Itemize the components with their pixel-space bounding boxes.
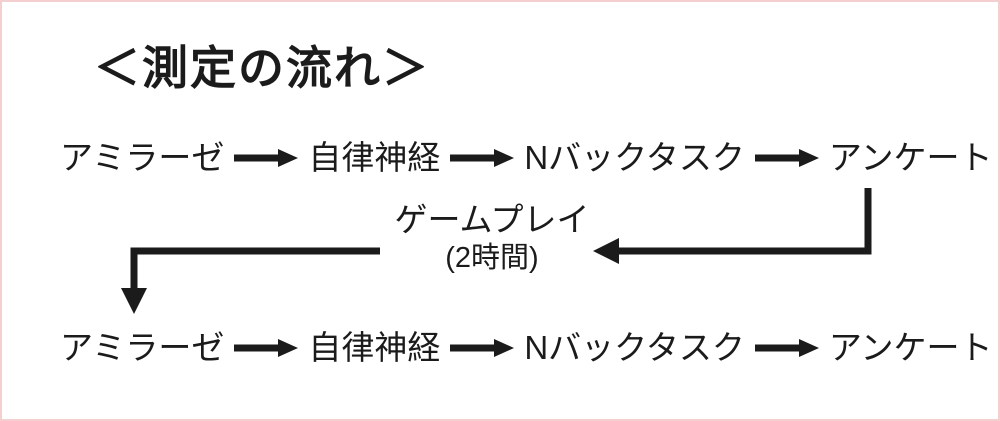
flow-step-autonomic-nerve: 自律神経 (308, 329, 441, 366)
diagram-title: ＜測定の流れ＞ (94, 42, 430, 94)
arrow-right-icon (754, 149, 819, 167)
flow-step-amylase: アミラーゼ (60, 139, 225, 176)
gameplay-duration: (2時間) (445, 242, 539, 274)
gameplay-label: ゲームプレイ (394, 201, 590, 238)
top-flow-row: アミラーゼ 自律神経 Nバックタスク アンケート (60, 136, 993, 180)
flow-step-amylase: アミラーゼ (60, 329, 225, 366)
flow-step-nback-task: Nバックタスク (524, 139, 745, 176)
arrow-right-icon (450, 149, 515, 167)
gameplay-step: ゲームプレイ (2時間) (370, 199, 614, 275)
arrow-right-icon (754, 339, 819, 357)
flow-step-nback-task: Nバックタスク (524, 329, 745, 366)
flow-step-autonomic-nerve: 自律神経 (308, 139, 441, 176)
flow-step-questionnaire: アンケート (828, 329, 993, 366)
flow-step-questionnaire: アンケート (828, 139, 993, 176)
bottom-flow-row: アミラーゼ 自律神経 Nバックタスク アンケート (60, 326, 993, 370)
connector-questionnaire-to-gameplay (593, 188, 872, 264)
arrow-right-icon (234, 339, 299, 357)
arrow-right-icon (450, 339, 515, 357)
connector-gameplay-to-bottom-row (121, 247, 380, 314)
arrow-right-icon (234, 149, 299, 167)
